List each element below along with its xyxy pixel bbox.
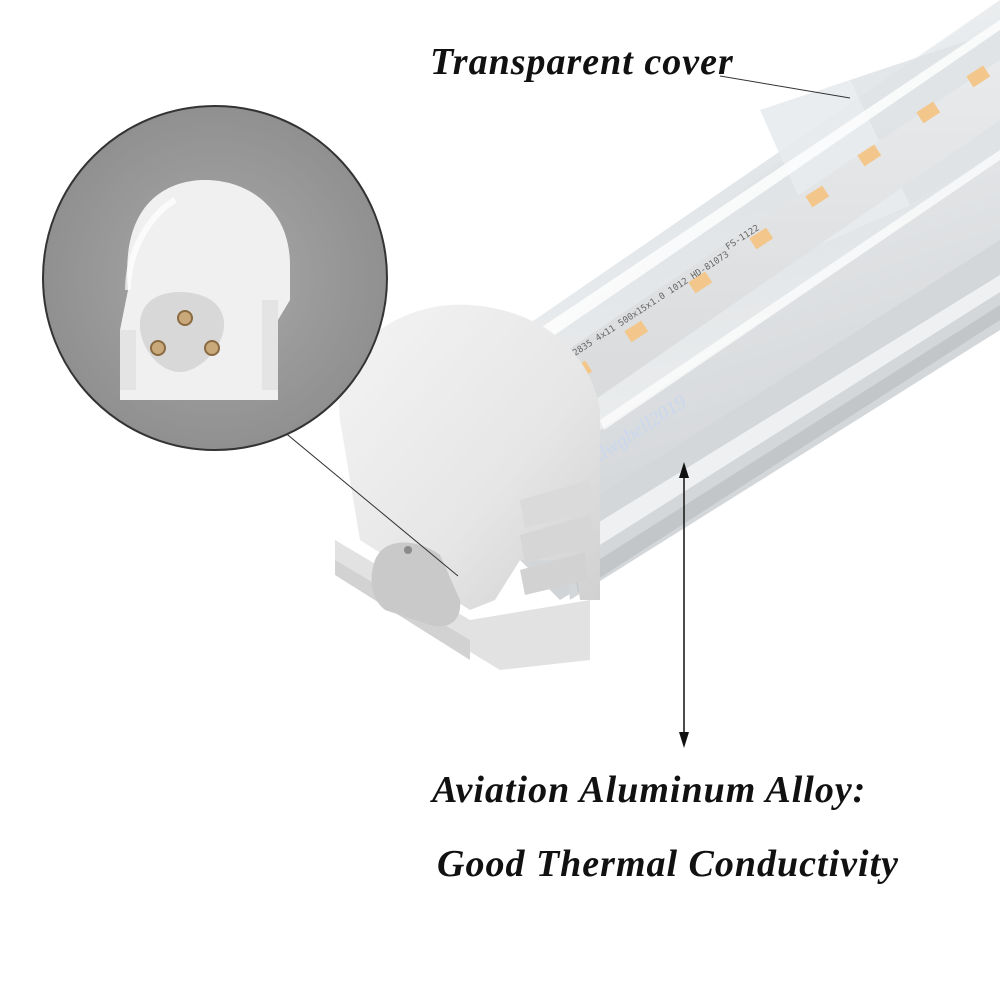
label-thermal-conductivity: Good Thermal Conductivity xyxy=(437,843,899,885)
end-cap xyxy=(335,304,600,670)
socket-closeup-inset xyxy=(42,105,388,451)
label-transparent-cover: Transparent cover xyxy=(430,41,734,83)
pin-icon xyxy=(150,340,166,356)
pin-icon xyxy=(204,340,220,356)
callout-line-cover xyxy=(719,75,851,99)
pin-icon xyxy=(177,310,193,326)
double-arrow xyxy=(679,462,689,748)
label-aluminum-alloy: Aviation Aluminum Alloy: xyxy=(432,769,867,811)
